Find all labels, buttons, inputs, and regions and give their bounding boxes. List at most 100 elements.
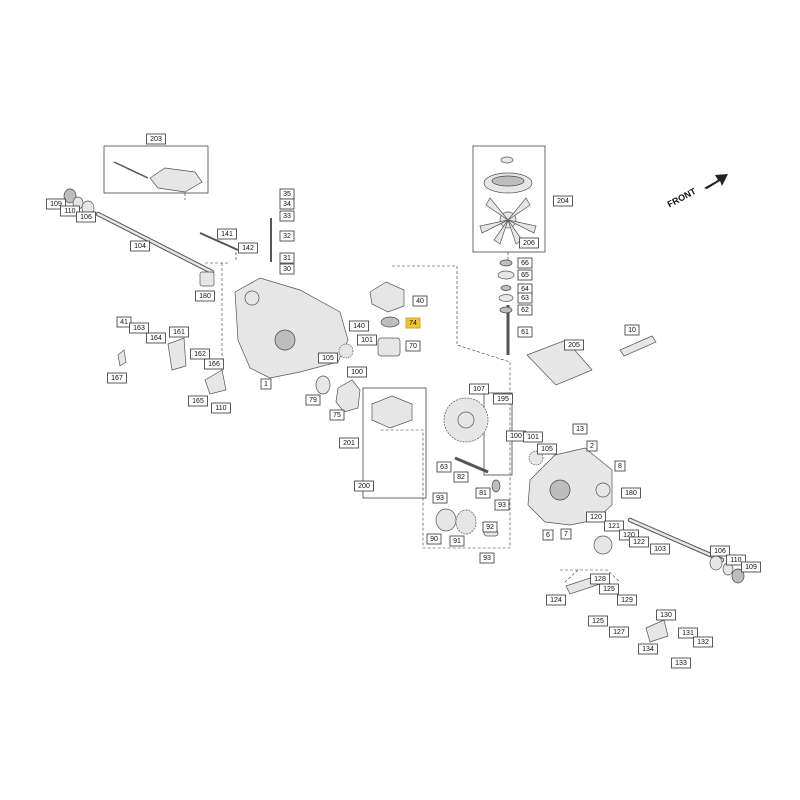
callout-63: 63 <box>517 292 533 304</box>
callout-box <box>588 615 608 627</box>
callout-206: 206 <box>519 237 539 249</box>
callout-number: 8 <box>618 463 622 470</box>
callout-box <box>217 228 237 240</box>
housing-left-boss <box>244 290 260 306</box>
callout-195: 195 <box>493 393 513 405</box>
callout-number: 120 <box>623 532 635 539</box>
callout-box <box>604 520 624 532</box>
bearing-65 <box>497 270 515 280</box>
callout-93a: 93 <box>432 492 448 504</box>
gear-105-left <box>338 343 354 359</box>
callout-109b: 109 <box>741 561 761 573</box>
callout-number: 140 <box>353 323 365 330</box>
sheet-205 <box>526 339 593 386</box>
callout-number: 180 <box>625 490 637 497</box>
callout-90: 90 <box>426 533 442 545</box>
callout-161: 161 <box>169 326 189 338</box>
callout-number: 92 <box>486 524 494 531</box>
lever-165 <box>204 369 227 395</box>
callout-box <box>494 499 510 511</box>
callout-106a: 106 <box>76 211 96 223</box>
callout-box <box>354 480 374 492</box>
callout-number: 101 <box>527 434 539 441</box>
shaft-82 <box>454 456 489 474</box>
callout-box <box>586 440 598 452</box>
callout-box <box>405 340 421 352</box>
callout-box <box>572 423 588 435</box>
callout-number: 82 <box>457 474 465 481</box>
gear-91 <box>455 509 477 535</box>
callout-129: 129 <box>617 594 637 606</box>
callout-105b: 105 <box>537 443 557 455</box>
callout-33: 33 <box>279 210 295 222</box>
callout-box <box>517 326 533 338</box>
callout-number: 130 <box>660 612 672 619</box>
callout-134: 134 <box>638 643 658 655</box>
callout-167: 167 <box>107 372 127 384</box>
bearing-63 <box>498 294 514 302</box>
circlip-109-right <box>731 568 745 584</box>
seal-ring-79 <box>315 375 331 395</box>
callout-34: 34 <box>279 198 295 210</box>
callout-number: 106 <box>80 214 92 221</box>
callout-number: 141 <box>221 231 233 238</box>
callout-122: 122 <box>629 536 649 548</box>
callout-box <box>624 324 640 336</box>
callout-box <box>671 657 691 669</box>
callout-number: 128 <box>594 576 606 583</box>
callout-number: 166 <box>208 361 220 368</box>
callout-35: 35 <box>279 188 295 200</box>
callout-number: 205 <box>568 342 580 349</box>
callout-number: 161 <box>173 329 185 336</box>
callout-205: 205 <box>564 339 584 351</box>
callout-number: 109 <box>745 564 757 571</box>
callout-box <box>475 487 491 499</box>
housing-right-bore <box>549 479 571 501</box>
cover-203 <box>149 167 203 193</box>
disc-121 <box>593 535 613 555</box>
callout-box <box>617 594 637 606</box>
callout-number: 64 <box>521 286 529 293</box>
callout-number: 10 <box>628 327 636 334</box>
callout-box <box>116 316 132 328</box>
callout-box <box>238 242 258 254</box>
callout-box <box>678 627 698 639</box>
callout-number: 165 <box>192 398 204 405</box>
callout-79: 79 <box>305 394 321 406</box>
callout-number: 201 <box>343 440 355 447</box>
callout-labels: 2031091101061041411421803534333231304116… <box>46 133 761 669</box>
callout-box <box>517 304 533 316</box>
callout-66: 66 <box>517 257 533 269</box>
callout-number: 195 <box>497 396 509 403</box>
callout-box <box>107 372 127 384</box>
group-frame-203 <box>103 145 209 194</box>
callout-number: 125 <box>592 618 604 625</box>
callout-box <box>517 269 533 281</box>
callout-number: 74 <box>409 320 417 327</box>
callout-number: 90 <box>430 536 438 543</box>
callout-41: 41 <box>116 316 132 328</box>
callout-81: 81 <box>475 487 491 499</box>
callout-104: 104 <box>130 240 150 252</box>
rod-203 <box>113 161 149 179</box>
callout-125a: 125 <box>599 583 619 595</box>
callout-61: 61 <box>517 326 533 338</box>
callout-125b: 125 <box>588 615 608 627</box>
callout-7: 7 <box>560 528 572 540</box>
callout-number: 66 <box>521 260 529 267</box>
cylinder-70 <box>377 337 401 357</box>
callout-box <box>629 536 649 548</box>
callout-164: 164 <box>146 332 166 344</box>
spring-167 <box>117 349 127 367</box>
callout-130: 130 <box>656 609 676 621</box>
callout-number: 110 <box>64 208 75 215</box>
callout-91: 91 <box>449 535 465 547</box>
callout-number: 101 <box>361 337 373 344</box>
callout-number: 134 <box>642 646 654 653</box>
callout-box <box>453 471 469 483</box>
callout-107: 107 <box>469 383 489 395</box>
callout-box <box>656 609 676 621</box>
bearing-74 <box>380 316 400 328</box>
callout-number: 35 <box>283 191 291 198</box>
callout-number: 162 <box>194 351 206 358</box>
